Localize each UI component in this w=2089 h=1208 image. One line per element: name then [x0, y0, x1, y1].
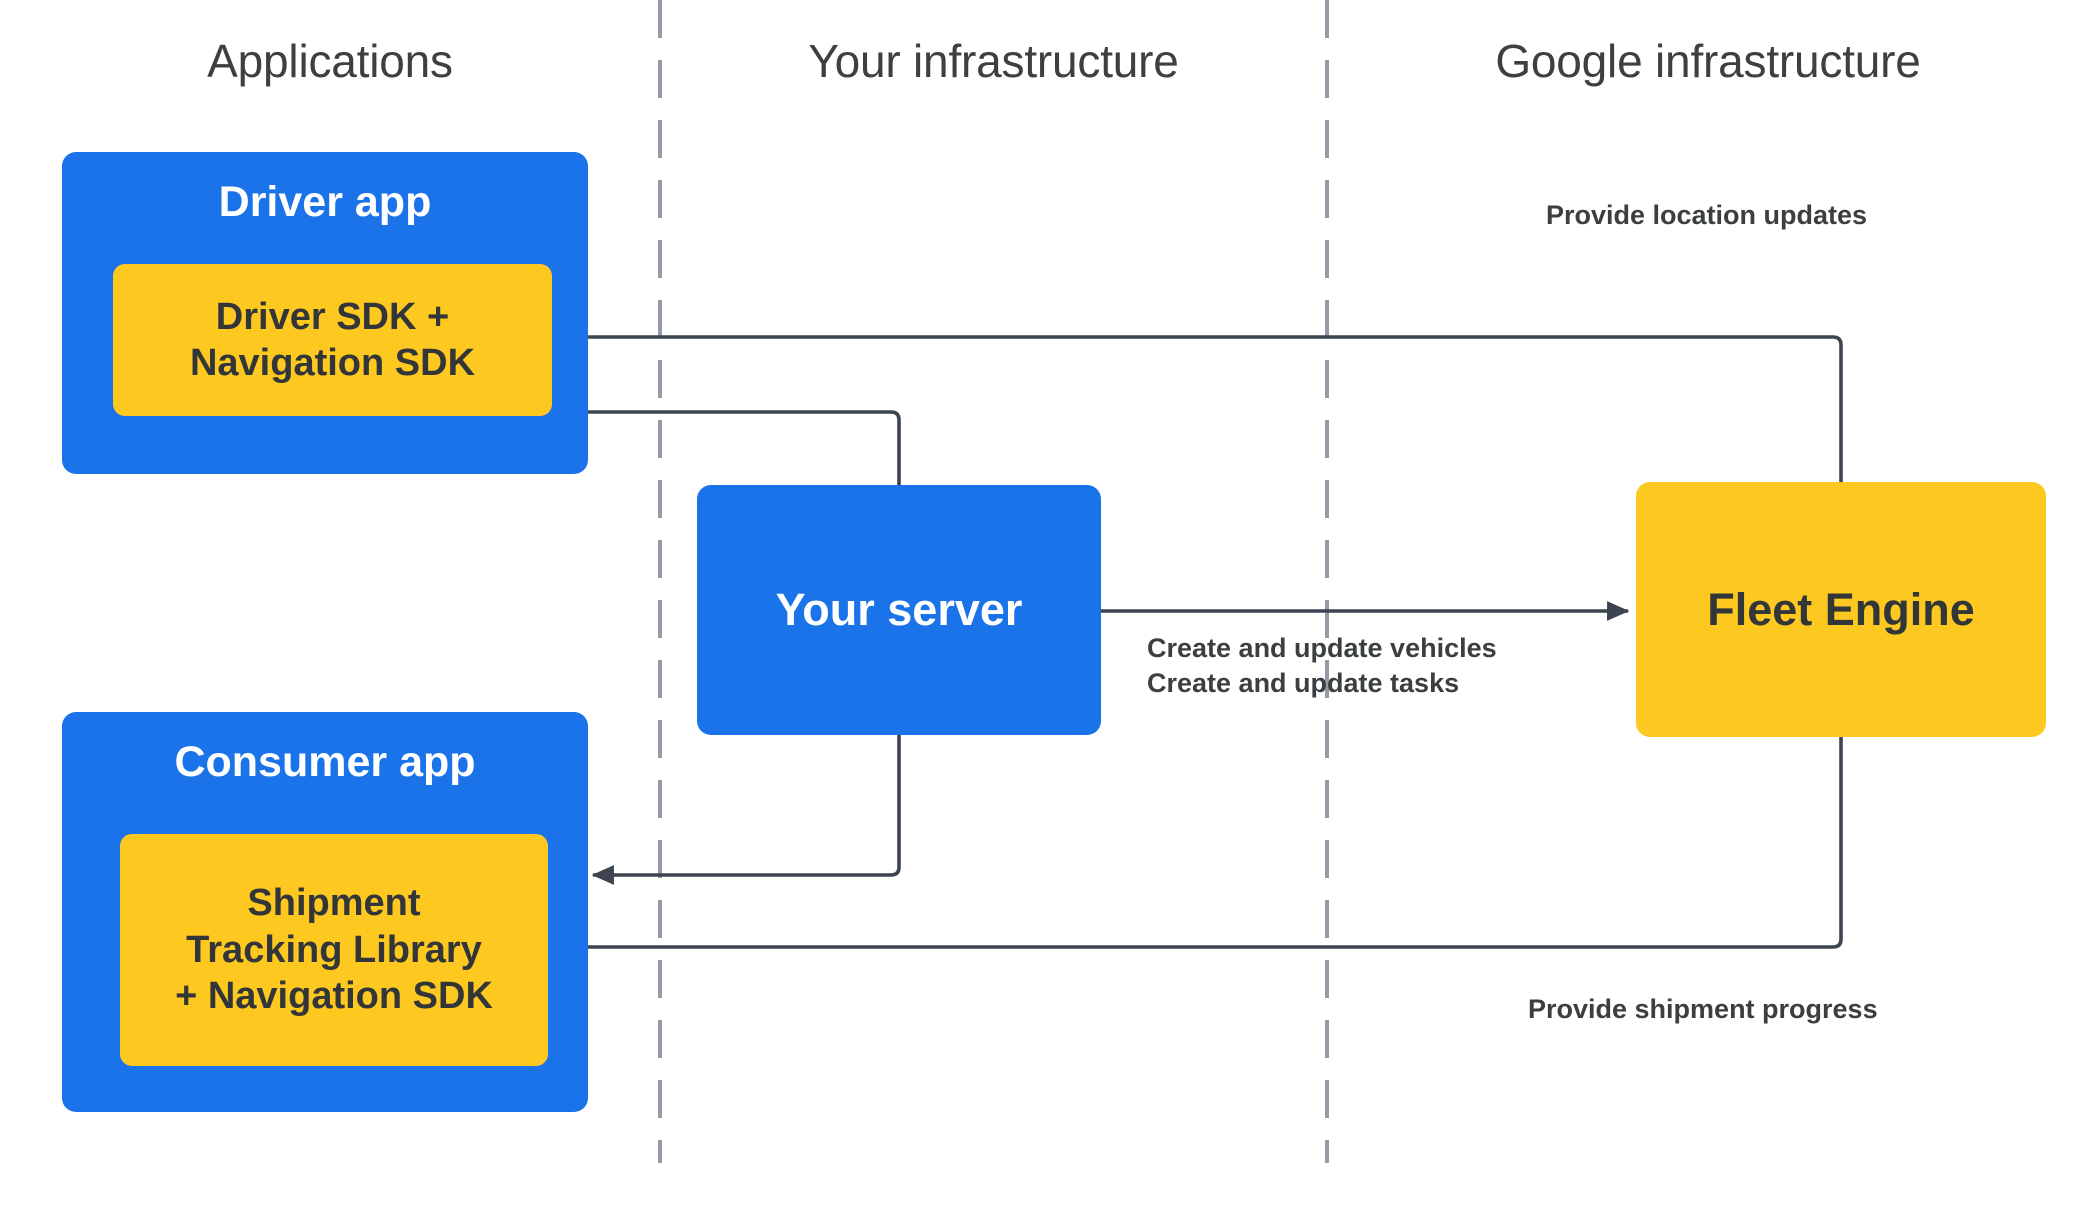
- node-shipment-tracking[interactable]: Shipment Tracking Library + Navigation S…: [120, 834, 548, 1066]
- driver-sdk-line-1: Driver SDK +: [215, 295, 450, 338]
- driver-sdk-label: Driver SDK + Navigation SDK: [190, 294, 475, 387]
- edge-label-create-update-tasks: Create and update tasks: [1147, 667, 1460, 698]
- column-header-your-infrastructure: Your infrastructure: [808, 35, 1179, 87]
- shipment-tracking-line-1: Shipment: [247, 882, 421, 925]
- column-header-applications: Applications: [207, 35, 453, 87]
- shipment-tracking-line-2: Tracking Library: [186, 928, 482, 971]
- node-driver-sdk[interactable]: Driver SDK + Navigation SDK: [113, 264, 552, 416]
- consumer-app-title: Consumer app: [174, 738, 476, 786]
- edge-label-create-update-vehicles: Create and update vehicles: [1147, 633, 1497, 663]
- your-server-title: Your server: [775, 584, 1023, 635]
- node-your-server[interactable]: Your server: [697, 485, 1101, 735]
- node-consumer-app[interactable]: Consumer app Shipment Tracking Library +…: [62, 712, 588, 1112]
- shipment-tracking-line-3: + Navigation SDK: [175, 975, 493, 1018]
- node-driver-app[interactable]: Driver app Driver SDK + Navigation SDK: [62, 152, 588, 474]
- edge-server-to-driver: [453, 402, 901, 485]
- edge-label-provide-location-updates: Provide location updates: [1546, 200, 1868, 230]
- driver-sdk-line-2: Navigation SDK: [189, 342, 476, 384]
- edge-server-to-consumer: [591, 735, 901, 885]
- edge-label-provide-shipment-progress: Provide shipment progress: [1528, 994, 1878, 1024]
- driver-app-title: Driver app: [218, 178, 432, 226]
- edge-label-create-and-update: Create and update vehicles Create and up…: [1147, 631, 1497, 700]
- column-header-google-infrastructure: Google infrastructure: [1495, 35, 1921, 87]
- edge-shipment-progress: [561, 737, 1843, 957]
- edge-location-updates: [426, 327, 1843, 482]
- shipment-tracking-label: Shipment Tracking Library + Navigation S…: [175, 880, 493, 1019]
- node-fleet-engine[interactable]: Fleet Engine: [1636, 482, 2046, 737]
- fleet-engine-title: Fleet Engine: [1707, 583, 1975, 635]
